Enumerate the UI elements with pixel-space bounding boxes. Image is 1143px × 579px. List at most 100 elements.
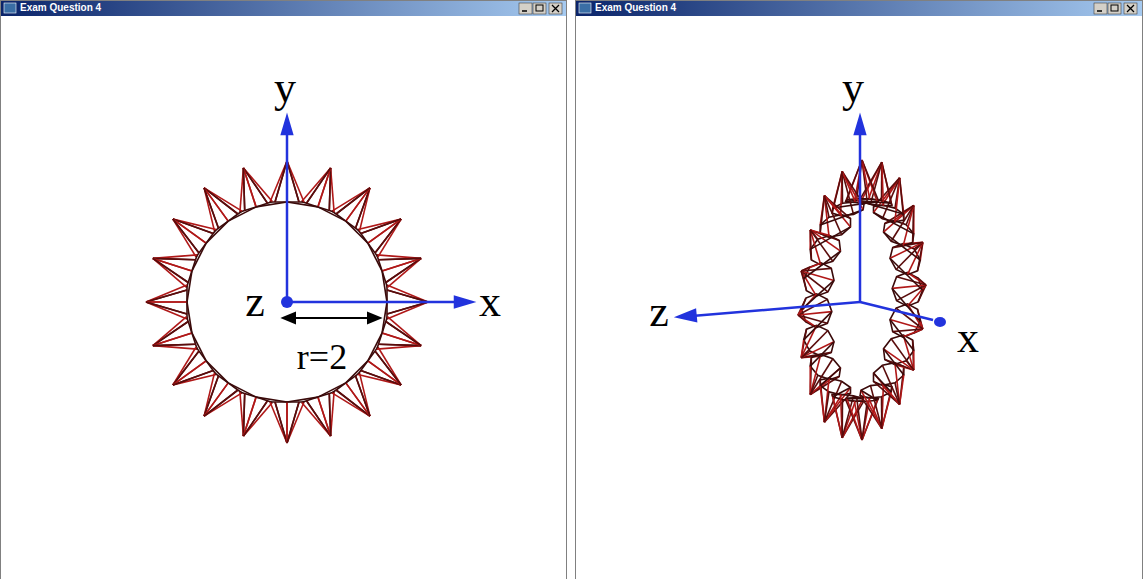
cone-edge — [287, 402, 304, 443]
cone-edge — [270, 161, 287, 202]
cone-edge — [801, 271, 806, 291]
cone-edge — [810, 375, 818, 394]
cone-edge — [146, 301, 187, 303]
x-axis — [287, 301, 458, 304]
cone-edge — [832, 395, 842, 438]
cone-edge — [329, 393, 330, 436]
cone-edge — [286, 402, 288, 443]
cone-edge — [862, 160, 878, 200]
cone-edge — [798, 310, 802, 315]
cone-edge — [243, 397, 256, 436]
ring-edge — [810, 227, 850, 250]
cone-edge — [810, 230, 821, 265]
radius-dimension — [283, 313, 380, 323]
y-axis — [859, 130, 862, 302]
cone-edge — [861, 390, 882, 428]
cone-edge — [307, 168, 331, 203]
cone-edge — [810, 230, 811, 260]
cone-edge — [356, 376, 370, 416]
cone-edge — [153, 322, 188, 346]
z-axis-dot — [281, 296, 293, 308]
cone-edge — [382, 258, 421, 271]
cone-edge — [329, 168, 330, 211]
ring-edge — [228, 207, 256, 221]
cone-edge — [153, 258, 188, 282]
cone-edge — [891, 339, 914, 370]
cone-edge — [386, 322, 421, 346]
window-buttons — [519, 3, 562, 14]
ring-edge — [368, 333, 382, 361]
axis-label: x — [957, 316, 979, 360]
cone-edge — [903, 335, 914, 370]
ring-edge — [256, 397, 287, 402]
ring-edge — [833, 202, 877, 208]
cone-edge — [361, 219, 401, 233]
axis-label: y — [842, 66, 864, 110]
ring-edge — [804, 312, 832, 340]
cone-edge — [153, 333, 192, 346]
window-icon — [579, 3, 591, 13]
cone-edge — [378, 344, 421, 345]
cone-edge — [243, 401, 267, 436]
ring-edge — [287, 202, 318, 207]
cone-edge — [329, 393, 330, 436]
cone-edge — [173, 361, 206, 385]
cone-edge — [153, 258, 196, 259]
cone-edge — [146, 285, 187, 302]
cone-edge — [824, 392, 829, 422]
ring-edge — [192, 333, 206, 361]
cone-edge — [874, 373, 900, 404]
cone-edge — [146, 290, 187, 302]
ring-edge — [368, 243, 382, 271]
ring-edge — [890, 320, 914, 351]
cone-edge — [824, 378, 829, 422]
cone-edge — [243, 168, 244, 211]
cone-edge — [368, 219, 401, 243]
ring-edge — [810, 342, 834, 366]
z-axis — [692, 302, 860, 316]
dimension-label: r=2 — [295, 339, 349, 375]
cone-edge — [882, 392, 891, 429]
axis-label: y — [274, 66, 296, 110]
ring-edge — [256, 202, 287, 207]
cone-edge — [387, 290, 428, 302]
cone-edge — [387, 302, 428, 319]
cone-edge — [820, 386, 824, 422]
cone-edge — [243, 168, 267, 203]
ring-edge — [804, 251, 841, 278]
cone-edge — [153, 322, 188, 346]
axis-label: x — [479, 280, 501, 324]
cone-edge — [882, 162, 884, 206]
cone-edge — [382, 333, 421, 346]
cone-edge — [378, 258, 421, 259]
cone-edge — [146, 301, 187, 303]
cone-edge — [801, 340, 804, 358]
cone-edge — [907, 285, 926, 306]
ring-edge — [206, 361, 228, 383]
window-icon — [4, 3, 16, 13]
cone-edge — [387, 302, 428, 314]
window-right — [576, 1, 1143, 579]
cone-edge — [153, 333, 192, 346]
cone-edge — [243, 168, 244, 211]
arrow-head — [678, 310, 696, 321]
cone-edge — [382, 333, 421, 346]
cone-edge — [386, 322, 421, 346]
cone-edge — [243, 397, 256, 436]
cone-edge — [824, 196, 841, 235]
cone-edge — [287, 402, 299, 443]
cone-edge — [243, 393, 244, 436]
ring-edge — [318, 207, 346, 221]
cone-edge — [153, 258, 188, 282]
cone-edge — [386, 258, 421, 282]
cone-edge — [153, 344, 196, 345]
cone-edge — [173, 219, 199, 253]
cone-edge — [318, 168, 331, 207]
ring-edge — [833, 388, 851, 397]
cone-edge — [243, 393, 244, 436]
cone-edge — [387, 285, 428, 302]
x-axis-dot — [934, 317, 946, 327]
